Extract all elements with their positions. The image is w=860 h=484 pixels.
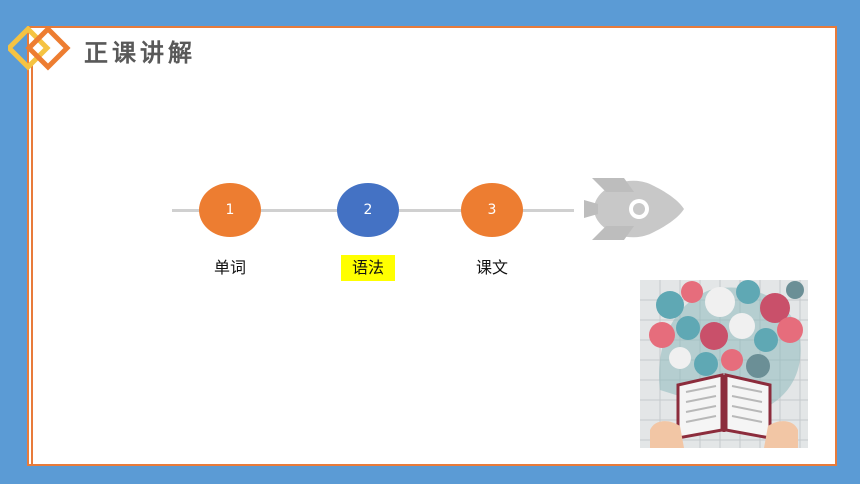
step-number: 3 [487, 202, 497, 218]
rocket-icon [584, 178, 684, 240]
page-title: 正课讲解 [84, 39, 196, 67]
left-accent-line [31, 62, 33, 464]
step-label-grammar: 语法 [341, 255, 395, 281]
step-node-2[interactable]: 2 [337, 183, 399, 237]
step-label-vocabulary: 单词 [213, 258, 246, 277]
logo-diamonds-icon [8, 26, 71, 71]
education-illustration [640, 280, 808, 448]
step-node-3[interactable]: 3 [461, 183, 523, 237]
step-label-text: 课文 [475, 258, 508, 277]
step-number: 2 [363, 202, 373, 218]
step-number: 1 [225, 202, 235, 218]
step-node-1[interactable]: 1 [199, 183, 261, 237]
